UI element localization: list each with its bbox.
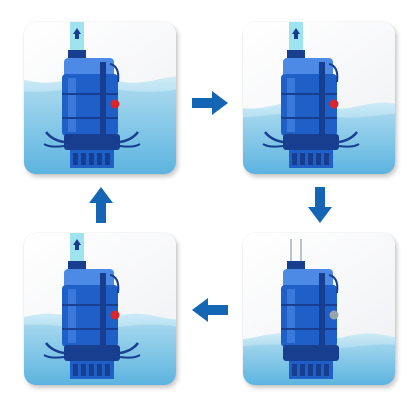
agitator-blade-right-2 — [119, 354, 141, 359]
strainer-slot — [81, 364, 86, 376]
status-indicator — [110, 310, 120, 320]
status-indicator — [329, 310, 339, 320]
strainer-slot — [97, 153, 102, 165]
agitator-blade-left-2 — [43, 354, 65, 359]
flow-arrow-icon — [73, 28, 81, 39]
pump-highlight — [287, 78, 295, 132]
strainer-slot — [105, 153, 110, 165]
arrow-up-shape — [89, 187, 113, 223]
pump-base — [283, 345, 339, 361]
stage-2-panel — [243, 22, 395, 174]
flow-arrow-icon — [292, 28, 300, 39]
strainer-slot — [308, 153, 313, 165]
agitator-blade-right-2 — [338, 143, 360, 148]
agitator-blade-right — [119, 131, 139, 144]
status-indicator — [329, 99, 339, 109]
strainer-slot — [73, 364, 78, 376]
pump-cable — [328, 274, 339, 294]
pump-cable — [328, 63, 339, 83]
stage-1-illustration — [24, 22, 176, 174]
strainer-slot — [324, 153, 329, 165]
arrow-right-icon — [190, 90, 230, 116]
stage-2-illustration — [243, 22, 395, 174]
arrow-right-shape — [192, 91, 228, 115]
pump-highlight — [68, 78, 76, 132]
agitator-blade-right — [119, 342, 139, 355]
pump-neck — [287, 50, 305, 60]
strainer-slot — [89, 153, 94, 165]
stage-3-panel — [243, 233, 395, 385]
strainer-slot — [73, 153, 78, 165]
pump-cable-housing — [100, 273, 106, 345]
strainer-slot — [300, 153, 305, 165]
pump-cable-housing — [100, 62, 106, 134]
agitator-blade-left — [45, 131, 65, 144]
strainer-slot — [300, 364, 305, 376]
strainer-slot — [97, 364, 102, 376]
strainer-slot — [308, 364, 313, 376]
pump-base — [283, 134, 339, 150]
agitator-blade-left — [45, 342, 65, 355]
pump-highlight — [68, 289, 76, 343]
pump-cable — [109, 63, 120, 83]
strainer-slot — [81, 153, 86, 165]
arrow-down-shape — [308, 187, 332, 223]
strainer-slot — [105, 364, 110, 376]
pump-base — [64, 134, 120, 150]
pump-neck — [68, 50, 86, 60]
strainer-slot — [292, 364, 297, 376]
agitator-blade-right — [338, 131, 358, 144]
pump-cable-housing — [319, 62, 325, 134]
strainer-slot — [324, 364, 329, 376]
pump-highlight — [287, 289, 295, 343]
stage-4-illustration — [24, 233, 176, 385]
strainer-slot — [89, 364, 94, 376]
pump-cable-housing — [319, 273, 325, 345]
strainer-slot — [292, 153, 297, 165]
arrow-left-shape — [192, 298, 228, 322]
strainer-slot — [316, 153, 321, 165]
stage-3-illustration — [243, 239, 395, 385]
arrow-up-icon — [88, 185, 114, 225]
stage-1-panel — [24, 22, 176, 174]
stage-4-panel — [24, 233, 176, 385]
pump-cable — [109, 274, 120, 294]
arrow-left-icon — [190, 297, 230, 323]
agitator-blade-right-2 — [119, 143, 141, 148]
flow-arrow-icon — [73, 239, 81, 250]
strainer-slot — [316, 364, 321, 376]
agitator-blade-left — [264, 131, 284, 144]
pump-base — [64, 345, 120, 361]
agitator-blade-left-2 — [262, 143, 284, 148]
arrow-down-icon — [307, 185, 333, 225]
agitator-blade-left-2 — [43, 143, 65, 148]
pump-neck — [68, 261, 86, 271]
status-indicator — [110, 99, 120, 109]
pump-neck — [287, 261, 305, 271]
